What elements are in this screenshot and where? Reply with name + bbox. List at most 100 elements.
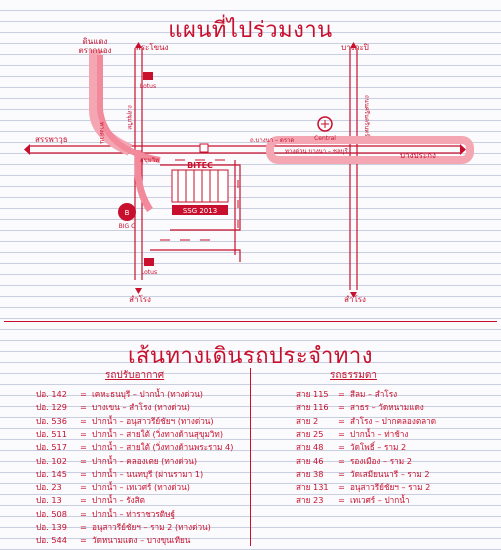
highlight-connector: [97, 55, 161, 163]
arrow-right: [460, 144, 466, 155]
route-code: ปอ. 511: [36, 428, 67, 439]
route-equals: =: [338, 442, 345, 453]
route-equals: =: [80, 389, 87, 399]
route-equals: =: [80, 402, 87, 413]
route-code: สาย 2: [296, 415, 319, 426]
label-expressway-bang-na: ทางด่วน บางนา – ชลบุรี: [285, 147, 348, 155]
route-code: ปอ. 508: [36, 508, 67, 519]
route-equals: =: [80, 522, 87, 532]
bitec-hall: [171, 169, 229, 203]
route-destination: วัดหนามแดง – บางขุนเทียน: [92, 535, 191, 546]
route-destination: วัดเสมียนนารี – ราม 2: [350, 468, 430, 479]
label-sanphawut: สรรพาวุธ: [35, 135, 68, 144]
regular-heading: รถธรรมดา: [330, 370, 377, 381]
route-equals: =: [80, 535, 87, 546]
route-equals: =: [80, 455, 87, 466]
route-code: สาย 46: [296, 455, 324, 466]
road-inner-loop: [160, 164, 241, 231]
arrowheads: [24, 42, 466, 298]
aircon-heading: รถปรับอากาศ: [105, 370, 165, 381]
route-row: ปอ. 13 = ปากน้ำ – รังสิต: [36, 493, 145, 507]
route-equals: =: [80, 508, 87, 519]
route-destination: ปากน้ำ – นนทบุรี (ผ่านรามา 1): [92, 468, 204, 479]
route-destination: ปากน้ำ – สายใต้ (วิ่งทางด้านพระราม 4): [92, 442, 234, 453]
lotus-icon-bottom: [144, 258, 154, 266]
central-label: Central: [314, 135, 336, 142]
route-row: สาย 115=สีลม – สำโรง: [296, 387, 397, 401]
event-logo-text: SSG 2013: [183, 207, 217, 215]
route-map: SSG 2013 B BIG C Lotus Lotus Central ดิน…: [24, 37, 474, 304]
lotus-marker-bottom: Lotus: [141, 258, 157, 276]
route-code: ปอ. 139: [36, 522, 67, 532]
route-destination: ปากน้ำ – ท่าช้าง: [350, 428, 409, 439]
route-equals: =: [80, 428, 87, 439]
route-code: ปอ. 102: [36, 455, 67, 466]
event-logo: SSG 2013: [172, 205, 228, 215]
route-row: ปอ. 517 = ปากน้ำ – สายใต้ (วิ่งทางด้านพระร…: [36, 440, 233, 454]
label-sukhumvit: สุขุมวิท: [140, 157, 159, 164]
route-row: ปอ. 139=อนุสาวรีย์ชัยฯ – ราม 2 (ทางด่วน): [36, 520, 211, 534]
label-phra-khanong: พระโขนง: [135, 42, 168, 52]
lotus-marker-top: Lotus: [140, 72, 156, 90]
route-destination: ปากน้ำ – รังสิต: [92, 495, 145, 506]
route-destination: สำโรง – ปากคลองตลาด: [350, 415, 437, 426]
map-title: แผนที่ไปร่วมงาน: [168, 18, 333, 43]
arrow-left: [24, 144, 30, 155]
route-code: ปอ. 517: [36, 442, 67, 453]
route-row: ปอ. 23=ปากน้ำ – เทเวศร์ (ทางด่วน): [36, 480, 190, 494]
arrow-up-left: [135, 42, 142, 48]
highlight-bangna-expressway: [266, 136, 474, 164]
route-row: ปอ. 508 = ปากน้ำ – ท่าราชวรดิษฐ์: [36, 507, 175, 521]
route-equals: =: [338, 495, 345, 506]
route-destination: อนุสาวรีย์ชัยฯ – ราม 2: [350, 482, 431, 493]
route-destination: เคหะธนบุรี – ปากน้ำ (ทางด่วน): [92, 389, 203, 399]
highlight-phrakhanong: [134, 150, 153, 212]
route-row: ปอ. 145=ปากน้ำ – นนทบุรี (ผ่านรามา 1): [36, 467, 203, 481]
route-equals: =: [80, 442, 87, 453]
bigc-marker: B BIG C: [118, 203, 136, 230]
route-code: สาย 115: [296, 389, 329, 399]
lotus-label-top: Lotus: [140, 83, 156, 90]
arrow-down-right: [350, 292, 357, 298]
route-equals: =: [338, 402, 345, 413]
route-destination: เทเวศร์ – ปากน้ำ: [350, 495, 410, 506]
route-code: สาย 25: [296, 428, 324, 439]
label-bang-pakong: บางประกง: [400, 151, 436, 160]
route-row: ปอ. 511=ปากน้ำ – สายใต้ (วิ่งทางด้านสุขุ…: [36, 427, 223, 441]
route-equals: =: [80, 415, 87, 426]
label-sukhumvit-vertical: ถ.สุขุมวิท: [126, 105, 133, 130]
route-code: ปอ. 13: [36, 495, 62, 506]
label-tarakanong: ตรากนอง: [78, 46, 111, 55]
route-row: สาย 23=เทเวศร์ – ปากน้ำ: [296, 493, 409, 507]
lotus-label-bottom: Lotus: [141, 269, 157, 276]
route-row: สาย 46=รองเมือง – ราม 2: [296, 454, 412, 468]
highlight-routes: [89, 50, 474, 212]
route-equals: =: [338, 428, 345, 439]
route-row: สาย 131=อนุสาวรีย์ชัยฯ – ราม 2: [296, 480, 430, 494]
route-row: ปอ. 129=บางเขน – สำโรง (ทางด่วน): [36, 400, 190, 414]
route-equals: =: [80, 495, 87, 506]
route-equals: =: [338, 415, 345, 426]
event-logo-bar: [172, 205, 228, 215]
label-bang-na-trat: ถ.บางนา – ตราด: [250, 137, 294, 144]
central-icon: [317, 116, 333, 132]
bitec-marker-icon: [199, 143, 209, 153]
route-code: สาย 38: [296, 468, 324, 479]
section-divider: [4, 321, 497, 322]
label-highway: ทางด่วน: [98, 122, 105, 144]
route-destination: บางเขน – สำโรง (ทางด่วน): [92, 402, 190, 413]
arrow-up-right: [350, 42, 357, 48]
arrow-down-left: [135, 288, 142, 294]
route-row: ปอ. 142=เคหะธนบุรี – ปากน้ำ (ทางด่วน): [36, 387, 203, 401]
route-equals: =: [338, 455, 345, 466]
route-code: สาย 116: [296, 402, 329, 413]
route-code: สาย 48: [296, 442, 324, 453]
route-code: ปอ. 23: [36, 482, 62, 493]
route-row: ปอ. 102 = ปากน้ำ – คลองเตย (ทางด่วน): [36, 454, 197, 468]
route-code: ปอ. 145: [36, 468, 67, 479]
route-row: ปอ. 544=วัดหนามแดง – บางขุนเทียน: [36, 533, 190, 547]
route-row: สาย 25 = ปากน้ำ – ท่าช้าง: [296, 427, 408, 441]
route-destination: ปากน้ำ – ท่าราชวรดิษฐ์: [92, 508, 176, 519]
route-destination: ปากน้ำ – คลองเตย (ทางด่วน): [92, 455, 198, 466]
road-inner-lower: [150, 249, 241, 262]
